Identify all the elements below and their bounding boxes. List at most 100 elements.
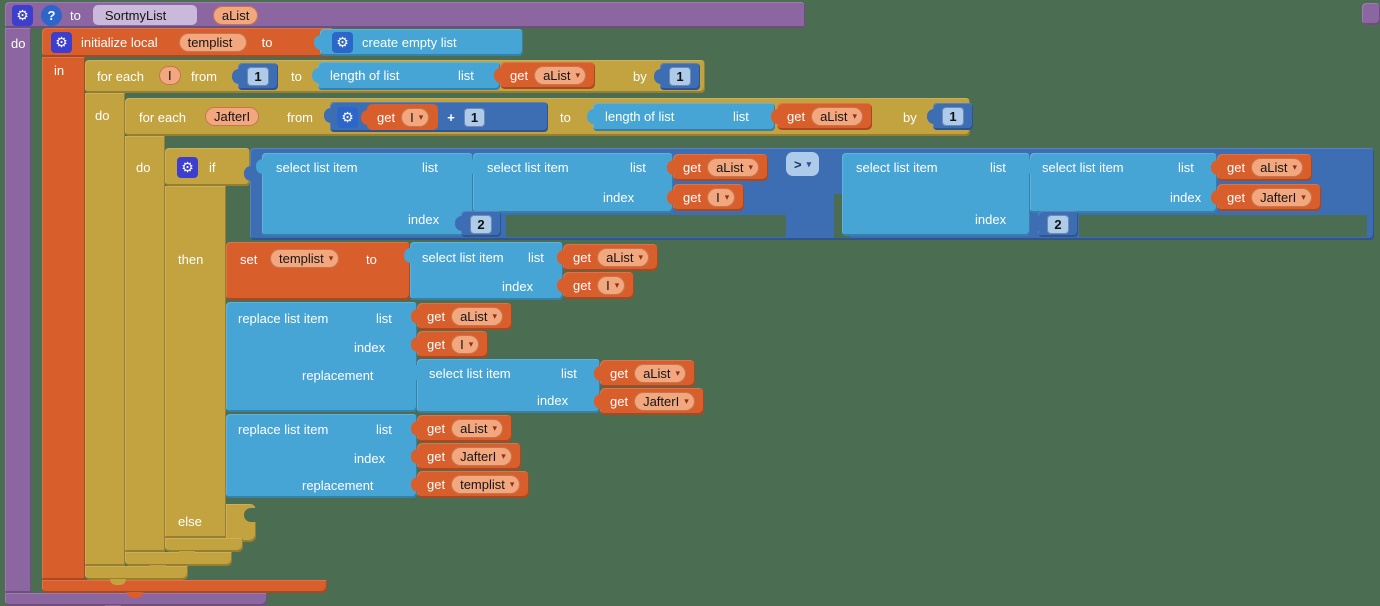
to-label: to <box>366 252 377 267</box>
variable-name: aList <box>820 109 848 124</box>
set-variable-block[interactable]: set templist ▾ to <box>226 242 410 300</box>
variable-dropdown[interactable]: aList ▾ <box>451 419 504 438</box>
select-list-item-block[interactable]: select list item list index <box>411 359 600 413</box>
select-list-item-block[interactable]: select list item list index <box>256 153 473 236</box>
if-body-column[interactable] <box>165 186 226 538</box>
variable-dropdown[interactable]: I ▾ <box>401 107 430 127</box>
dropdown-arrow-icon: ▾ <box>638 252 644 262</box>
number-block[interactable]: 2 <box>455 211 501 237</box>
number-field[interactable]: 1 <box>247 67 269 86</box>
get-variable-block[interactable]: get I ▾ <box>557 272 635 299</box>
variable-dropdown[interactable]: aList ▾ <box>451 307 504 326</box>
else-socket[interactable] <box>226 504 256 542</box>
initialize-local-block[interactable]: ⚙ initialize local templist to <box>42 28 334 57</box>
replace-list-item-block[interactable]: replace list item list index replacement <box>226 414 417 498</box>
select-list-item-block[interactable]: select list item list index <box>404 242 563 300</box>
variable-dropdown[interactable]: aList ▾ <box>634 364 687 383</box>
foreach-inner-body-column[interactable] <box>125 136 165 552</box>
variable-dropdown[interactable]: aList ▾ <box>1251 158 1304 177</box>
create-empty-list-block[interactable]: ⚙ create empty list <box>314 29 523 56</box>
variable-dropdown[interactable]: templist ▾ <box>451 475 521 494</box>
variable-dropdown[interactable]: I ▾ <box>597 276 626 295</box>
dropdown-arrow-icon: ▾ <box>1292 162 1298 172</box>
initialize-local-body-column[interactable] <box>42 57 85 580</box>
connector-plug <box>455 216 462 231</box>
foreach-outer-bottom-bar[interactable] <box>85 566 188 585</box>
foreach-outer-block[interactable]: for each I from 1 to length of list list… <box>85 60 705 93</box>
get-variable-block[interactable]: get aList ▾ <box>667 154 769 181</box>
select-list-item-block[interactable]: select list item list index <box>467 153 673 213</box>
loop-var-field[interactable]: JafterI <box>205 107 260 126</box>
number-field[interactable]: 2 <box>470 214 492 234</box>
dropdown-arrow-icon: ▾ <box>614 280 620 290</box>
gear-icon[interactable]: ⚙ <box>332 32 353 53</box>
list-socket-label: list <box>1178 160 1194 175</box>
variable-dropdown[interactable]: aList ▾ <box>811 107 864 126</box>
variable-dropdown[interactable]: JafterI ▾ <box>1251 188 1312 207</box>
get-variable-block[interactable]: get I ▾ <box>411 331 489 358</box>
get-variable-block[interactable]: get templist ▾ <box>411 471 530 498</box>
foreach-inner-block[interactable]: for each JafterI from ⚙ get I ▾ + 1 to l… <box>125 98 973 136</box>
foreach-inner-bottom-bar[interactable] <box>125 552 232 571</box>
list-socket-label: list <box>630 160 646 175</box>
select-list-item-block[interactable]: select list item list index <box>1024 153 1217 213</box>
gear-icon[interactable]: ⚙ <box>12 4 33 26</box>
variable-dropdown[interactable]: aList ▾ <box>534 66 587 85</box>
initialize-local-bottom-bar[interactable] <box>42 580 327 598</box>
get-variable-block[interactable]: get aList ▾ <box>411 415 513 442</box>
variable-dropdown[interactable]: aList ▾ <box>707 158 760 177</box>
procedure-param-field[interactable]: aList <box>212 5 259 25</box>
number-block[interactable]: 1 <box>927 103 973 130</box>
variable-dropdown[interactable]: templist ▾ <box>270 249 340 268</box>
number-field[interactable]: 2 <box>1047 214 1069 234</box>
length-of-list-block[interactable]: length of list list <box>312 62 500 90</box>
get-variable-block[interactable]: get aList ▾ <box>1211 154 1313 181</box>
select-list-item-block[interactable]: select list item list index <box>842 153 1030 236</box>
get-variable-block[interactable]: get aList ▾ <box>494 62 596 89</box>
get-variable-block[interactable]: get aList ▾ <box>771 103 873 130</box>
local-name-field[interactable]: templist <box>178 33 247 52</box>
foreach-outer-body-column[interactable] <box>85 93 125 566</box>
number-field[interactable]: 1 <box>942 107 964 126</box>
from-label: from <box>287 110 313 125</box>
dropdown-arrow-icon: ▾ <box>328 253 334 263</box>
comparison-operator-dropdown[interactable]: > ▾ <box>786 152 820 176</box>
replace-list-item-block[interactable]: replace list item list index replacement <box>226 302 417 412</box>
number-block[interactable]: 1 <box>654 63 700 90</box>
workspace-gap <box>1079 215 1367 237</box>
get-variable-block[interactable]: get JafterI ▾ <box>1211 184 1321 211</box>
get-variable-block[interactable]: get I ▾ <box>361 104 439 130</box>
comparison-block[interactable]: select list item list index select list … <box>244 148 1374 240</box>
procedure-block-header[interactable]: ⚙ ? to SortmyList aList <box>5 2 805 28</box>
variable-dropdown[interactable]: I ▾ <box>451 335 480 354</box>
math-plus-block[interactable]: ⚙ get I ▾ + 1 <box>324 102 548 132</box>
variable-dropdown[interactable]: aList ▾ <box>597 248 650 267</box>
if-bottom-bar[interactable] <box>165 538 243 557</box>
get-variable-block[interactable]: get aList ▾ <box>594 360 696 387</box>
variable-dropdown[interactable]: I ▾ <box>707 188 736 207</box>
connector-plug <box>411 309 418 324</box>
procedure-name-field[interactable]: SortmyList <box>92 5 197 25</box>
variable-dropdown[interactable]: JafterI ▾ <box>451 447 512 466</box>
operator-symbol: > <box>794 156 802 172</box>
offscreen-block-fragment[interactable] <box>1362 3 1380 25</box>
get-variable-block[interactable]: get aList ▾ <box>557 244 659 271</box>
number-field[interactable]: 1 <box>669 67 691 86</box>
get-variable-block[interactable]: get JafterI ▾ <box>594 388 704 415</box>
number-block[interactable]: 2 <box>1032 211 1078 237</box>
length-of-list-block[interactable]: length of list list <box>587 103 775 131</box>
gear-icon[interactable]: ⚙ <box>51 32 72 53</box>
procedure-body-column[interactable] <box>5 28 31 593</box>
loop-var-field[interactable]: I <box>159 66 181 85</box>
gear-icon[interactable]: ⚙ <box>177 156 198 178</box>
number-field[interactable]: 1 <box>463 107 486 127</box>
get-variable-block[interactable]: get I ▾ <box>667 184 745 211</box>
get-variable-block[interactable]: get aList ▾ <box>411 303 513 330</box>
help-icon[interactable]: ? <box>41 4 62 26</box>
get-variable-block[interactable]: get JafterI ▾ <box>411 443 521 470</box>
if-block-header[interactable]: ⚙ if <box>165 148 250 186</box>
variable-dropdown[interactable]: JafterI ▾ <box>634 392 695 411</box>
gear-icon[interactable]: ⚙ <box>337 106 358 128</box>
number-block[interactable]: 1 <box>232 63 278 90</box>
